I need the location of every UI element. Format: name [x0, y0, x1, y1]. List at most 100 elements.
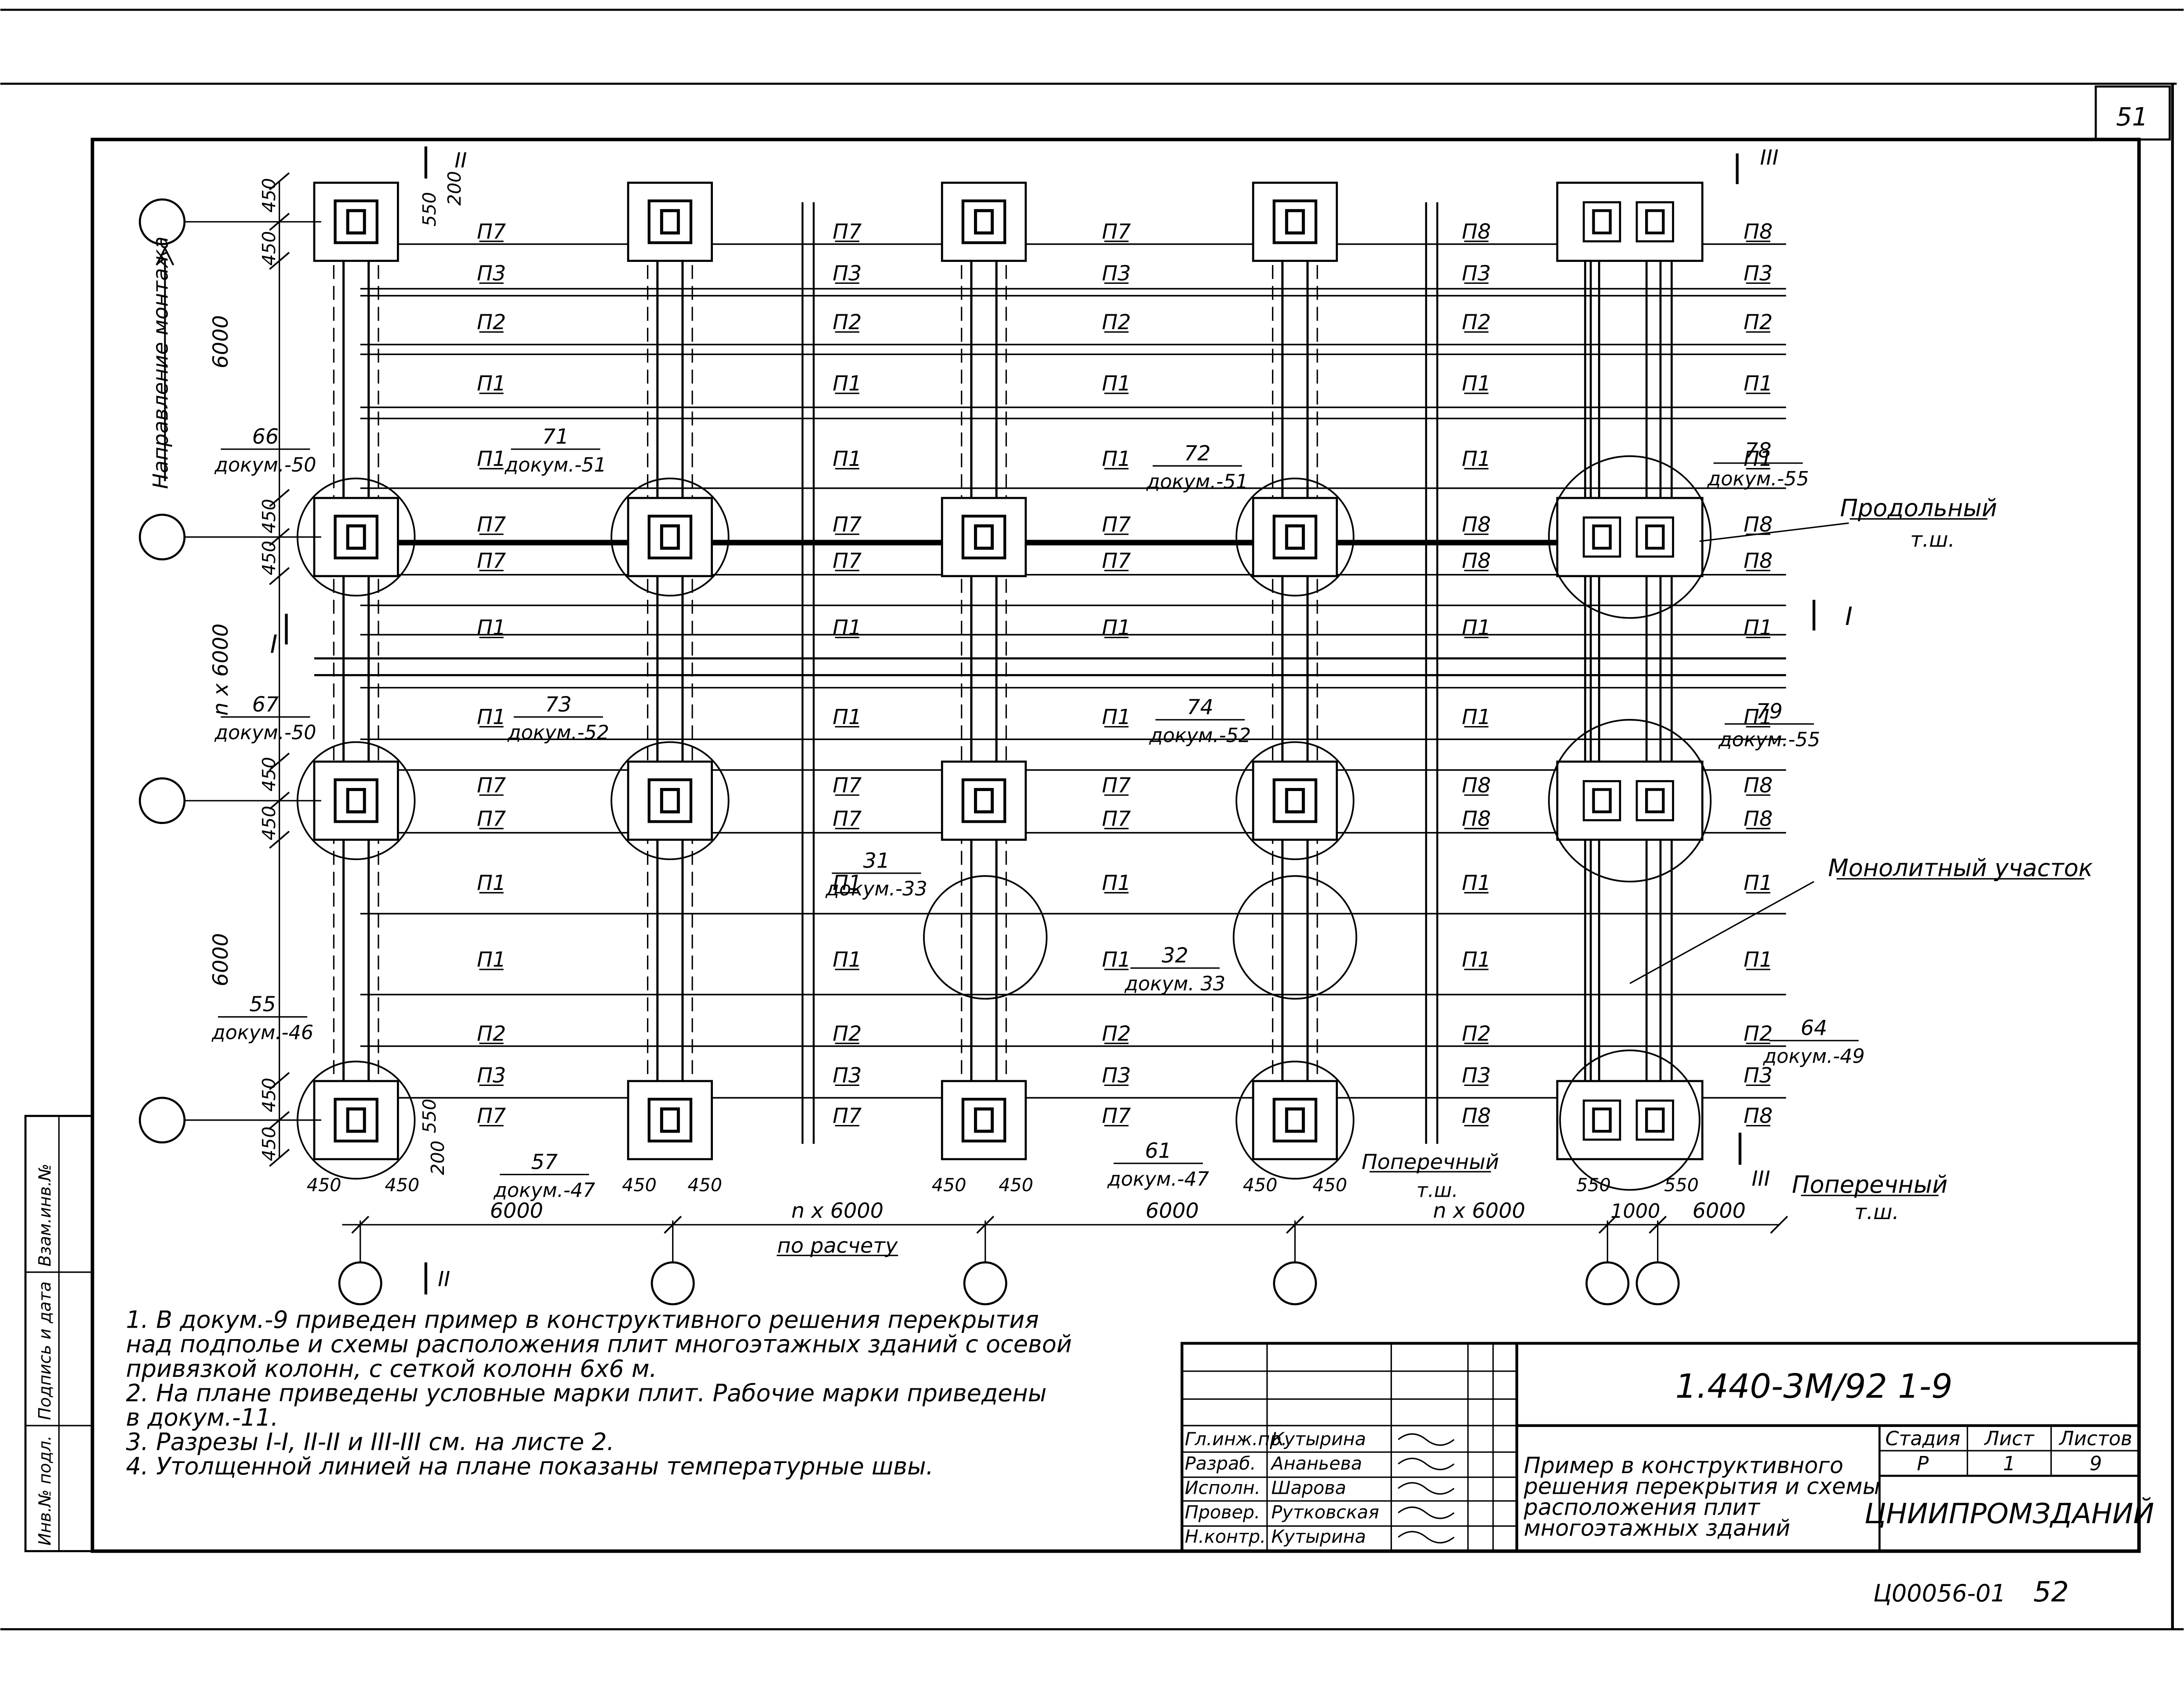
tb-title-line-3: многоэтажных зданий [1524, 1515, 1790, 1541]
axis-marker-col-1 [650, 1261, 695, 1306]
long-joint-leader [1699, 522, 1849, 542]
callout-num-12: 57 [531, 1150, 558, 1174]
callout-doc-7: докум.-55 [1718, 729, 1820, 751]
tb-name-2: Шарова [1271, 1477, 1346, 1498]
callout-doc-4: докум.-50 [214, 722, 316, 744]
callout-doc-3: докум.-55 [1707, 468, 1809, 490]
dim-tick-v-8 [269, 831, 290, 849]
callout-num-13: 61 [1145, 1139, 1172, 1163]
slab-mark-6-4: П8 [1744, 549, 1773, 573]
column-core [1592, 788, 1612, 813]
slab-mark-12-2: П1 [1102, 948, 1131, 972]
column [1635, 1099, 1674, 1141]
slab-mark-1-3: П3 [1462, 261, 1491, 286]
slab-mark-9-4: П8 [1744, 773, 1773, 798]
side-label-sign: Подпись и дата [35, 1282, 55, 1420]
archive-code: Ц00056-01 [1873, 1579, 2006, 1607]
slab-mark-1-0: П3 [477, 261, 506, 286]
callout-num-0: 66 [252, 425, 279, 449]
slab-mark-0-3: П8 [1462, 220, 1491, 244]
column [961, 515, 1007, 559]
monolith-leader [1629, 881, 1814, 984]
tb-role-2: Исполн. [1185, 1477, 1261, 1498]
slab-mark-12-1: П1 [832, 948, 861, 972]
callout-num-2: 72 [1184, 441, 1211, 465]
slab-mark-5-3: П8 [1462, 512, 1491, 537]
slab-mark-10-1: П7 [832, 807, 861, 831]
column-cap [313, 182, 399, 262]
section-mark-1-right: I [1845, 602, 1853, 631]
tb-name-4: Кутырина [1271, 1526, 1366, 1547]
slab-mark-9-2: П7 [1102, 773, 1131, 798]
dim-tick-h-6 [1770, 1216, 1788, 1234]
slab-mark-15-1: П7 [832, 1104, 861, 1128]
dim-450-h-1: 450 [385, 1175, 420, 1196]
slab-mark-2-2: П2 [1102, 310, 1131, 334]
drawing-frame [91, 138, 2141, 1553]
slab-mark-7-1: П1 [832, 616, 861, 640]
column-core [1645, 788, 1665, 813]
slab-mark-2-3: П2 [1462, 310, 1491, 334]
callout-num-5: 73 [545, 693, 572, 717]
slab-mark-11-4: П1 [1744, 871, 1773, 895]
dim-tick-v-2 [269, 252, 290, 270]
callout-num-11: 64 [1801, 1016, 1828, 1040]
column [1635, 780, 1674, 821]
column [647, 1097, 693, 1143]
dim-450-v-0: 450 [258, 178, 280, 213]
dim-550-bottom: 550 [419, 1099, 440, 1133]
monolith-label: Монолитный участок [1828, 854, 2093, 882]
column-cap [1556, 497, 1704, 577]
column-core [346, 1107, 366, 1133]
tb-sheets-label: Листов [2058, 1427, 2132, 1450]
column-core [660, 524, 680, 550]
detail-circle-6 [1236, 741, 1355, 860]
sheet-number-box [2094, 85, 2171, 141]
dim-tick-v-10 [269, 1111, 290, 1129]
section-mark-2-top: II [454, 149, 467, 173]
column [647, 778, 693, 823]
axis-marker-col-0 [338, 1261, 382, 1306]
cross-joint-tsh-2: т.ш. [1854, 1200, 1899, 1224]
callout-doc-0: докум.-50 [214, 454, 316, 476]
tb-stage: Р [1917, 1452, 1929, 1475]
dim-550-h-l: 550 [1576, 1175, 1611, 1196]
column [334, 515, 378, 559]
dim-tick-v-9 [269, 1072, 290, 1090]
dim-450-v-1: 450 [258, 231, 280, 266]
slab-mark-8-2: П1 [1102, 705, 1131, 729]
slab-mark-2-0: П2 [477, 310, 506, 334]
note-line-0: 1. В докум.-9 приведен пример в конструк… [126, 1306, 1039, 1334]
column-core [1285, 209, 1305, 235]
column [647, 515, 693, 559]
slab-mark-13-2: П2 [1102, 1022, 1131, 1046]
dim-550-top: 550 [419, 192, 440, 227]
dim-tick-h-1 [664, 1216, 682, 1234]
detail-circle-7 [1548, 719, 1712, 882]
slab-mark-10-4: П8 [1744, 807, 1773, 831]
dim-550-h-r: 550 [1664, 1175, 1699, 1196]
tb-signature-2 [1398, 1482, 1455, 1495]
slab-mark-13-1: П2 [832, 1022, 861, 1046]
tb-name-0: Кутырина [1271, 1428, 1366, 1449]
detail-circle-1 [611, 477, 730, 597]
column [1272, 1097, 1318, 1143]
column-core [660, 1107, 680, 1133]
column-core [974, 524, 994, 550]
callout-num-1: 71 [542, 425, 569, 449]
column-core [1645, 209, 1665, 235]
tb-signature-4 [1398, 1531, 1455, 1543]
dim-450-v-7: 450 [258, 1126, 280, 1161]
callout-doc-8: докум.-33 [825, 878, 927, 900]
dim-450-v-2: 450 [258, 499, 280, 534]
dim-row-c: 6000 [209, 933, 233, 986]
tb-sheet: 1 [2003, 1452, 2015, 1475]
column-core [974, 788, 994, 813]
mount-direction-arrowhead [156, 246, 174, 265]
dim-450-h-5: 450 [999, 1175, 1033, 1196]
slab-mark-11-0: П1 [477, 871, 506, 895]
callout-num-10: 55 [249, 992, 276, 1016]
column-core [346, 788, 366, 813]
slab-mark-6-3: П8 [1462, 549, 1491, 573]
tb-name-3: Рутковская [1271, 1502, 1379, 1523]
